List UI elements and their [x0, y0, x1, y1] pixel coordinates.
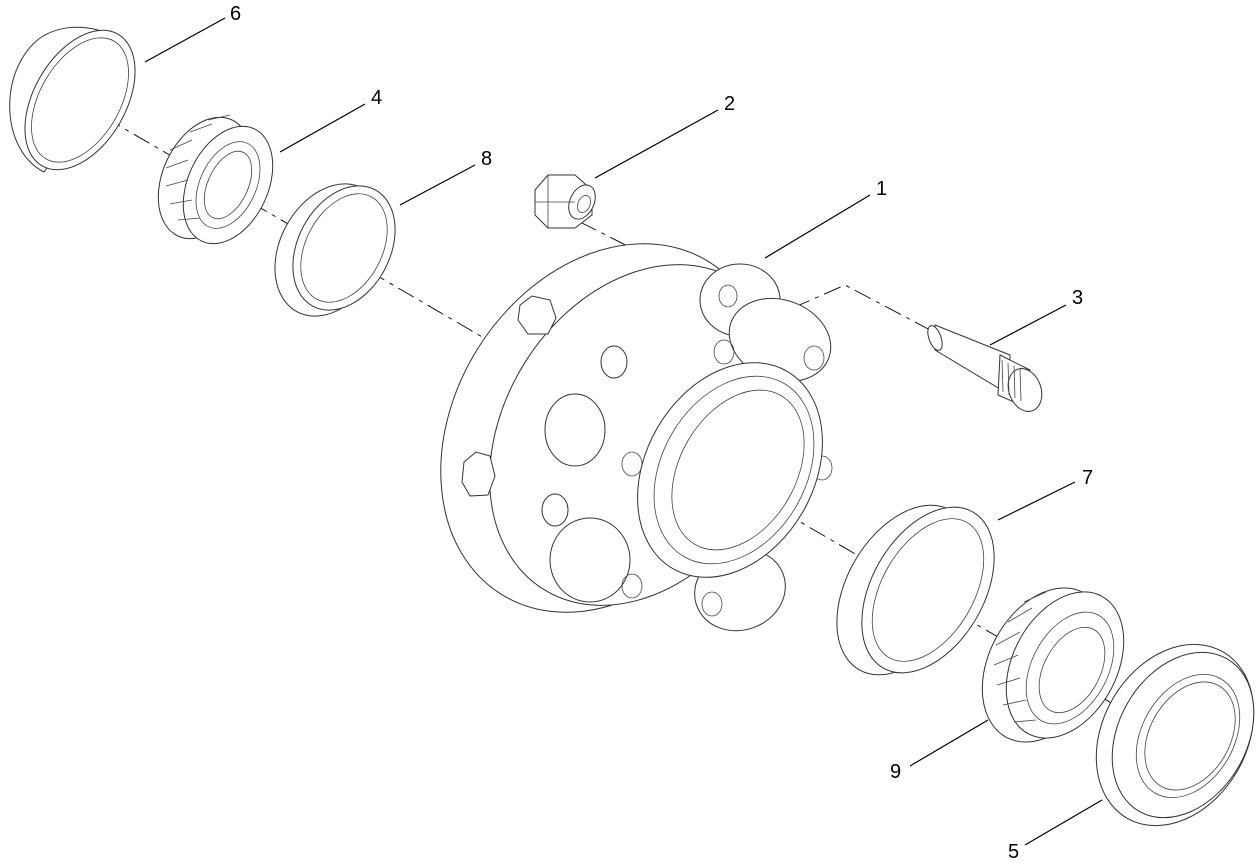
- leader-7: [997, 481, 1076, 521]
- part-6-grease-cap: [9, 26, 136, 173]
- part-9-inner-bearing: [981, 587, 1125, 743]
- leader-lines: [144, 17, 1103, 846]
- leader-8: [399, 164, 476, 206]
- leader-4: [279, 103, 366, 153]
- callout-6: 6: [230, 3, 241, 25]
- part-8-outer-race: [274, 183, 396, 317]
- part-2-lug-nut: [534, 174, 596, 229]
- callout-7: 7: [1082, 467, 1093, 489]
- callout-8: 8: [481, 148, 492, 170]
- leader-2: [594, 109, 719, 179]
- callout-2: 2: [724, 93, 735, 115]
- part-7-inner-race: [836, 504, 995, 676]
- leader-9: [909, 719, 989, 767]
- part-1-hub: [440, 243, 833, 632]
- callout-3: 3: [1072, 287, 1083, 309]
- callout-4: 4: [371, 87, 382, 109]
- part-4-outer-bearing: [157, 114, 274, 245]
- callout-9: 9: [890, 761, 901, 783]
- leader-5: [1024, 799, 1103, 846]
- leader-3: [989, 304, 1067, 346]
- part-5-grease-seal: [1095, 643, 1255, 827]
- callout-5: 5: [1008, 841, 1019, 863]
- callout-1: 1: [876, 178, 887, 200]
- callout-labels: 1 2 3 4 5 6 7 8 9: [230, 3, 1093, 863]
- part-3-wheel-stud: [927, 324, 1043, 412]
- leader-6: [144, 17, 226, 63]
- leader-1: [764, 194, 871, 259]
